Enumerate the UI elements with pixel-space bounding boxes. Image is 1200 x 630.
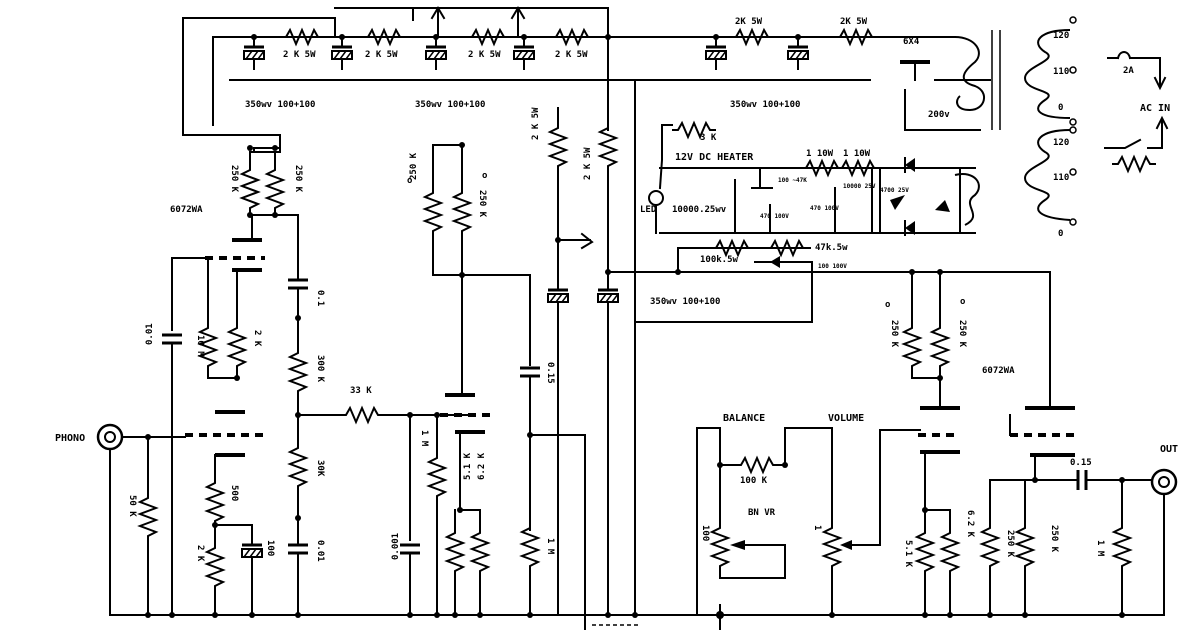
label-001-a: 0.01 xyxy=(145,323,155,345)
label-0-a: 0 xyxy=(1058,103,1063,113)
label-2k5w-top-b: 2K 5W xyxy=(840,17,868,27)
label-heater: 12V DC HEATER xyxy=(675,152,754,163)
label-tube-left: 6072WA xyxy=(170,205,203,215)
label-250k-d: 250 K xyxy=(477,190,487,218)
label-6x4: 6X4 xyxy=(903,37,920,47)
label-62k-b: 6.2 K xyxy=(965,510,975,538)
label-015-b: 0.15 xyxy=(1070,458,1092,468)
label-47k5w: 47k.5w xyxy=(815,243,848,253)
label-500: 500 xyxy=(229,485,239,501)
label-small-5: 100 ~47K xyxy=(778,177,807,184)
label-0001: 0.001 xyxy=(391,533,401,560)
label-2k5w-3: 2 K 5W xyxy=(468,50,501,60)
label-cap-350-1: 350wv 100+100 xyxy=(245,100,315,110)
label-100k: 100 K xyxy=(740,476,768,486)
label-100-bal: 100 xyxy=(700,525,710,541)
label-small-4: 4700 25V xyxy=(880,187,909,194)
label-250k-f: 250 K xyxy=(957,320,967,348)
label-250k-h: 250 K xyxy=(1049,525,1059,553)
heater-supply xyxy=(648,122,980,275)
label-001-b: 0.01 xyxy=(315,540,325,562)
component-labels: 2 K 5W 2 K 5W 2 K 5W 2 K 5W 350wv 100+10… xyxy=(55,17,1178,568)
label-100: 100 xyxy=(265,540,275,556)
label-bn-vr: BN VR xyxy=(748,508,776,518)
label-01: 0.1 xyxy=(315,290,325,306)
balance-volume xyxy=(696,427,921,630)
label-30k: 30K xyxy=(315,460,325,477)
label-10m: 10 M xyxy=(195,335,205,357)
label-1m-b: 1 M xyxy=(545,538,555,555)
label-120-b: 120 xyxy=(1053,138,1069,148)
label-small-1: 470 100V xyxy=(760,213,789,220)
input-stage xyxy=(162,145,471,616)
label-2k5w-v2: 2 K 5W xyxy=(583,147,593,180)
label-o-3: o xyxy=(885,300,890,310)
label-33k: 33 K xyxy=(350,386,372,396)
label-cap-350-4: 350wv 100+100 xyxy=(650,297,720,307)
b-plus-vertical xyxy=(546,79,1051,616)
output-jack[interactable] xyxy=(1150,468,1178,616)
label-fuse: 2A xyxy=(1123,66,1134,76)
label-250k-b: 250 K xyxy=(293,165,303,193)
b-plus-supply xyxy=(182,6,1169,226)
label-10000: 10000.25wv xyxy=(672,205,727,215)
label-120-a: 120 xyxy=(1053,31,1069,41)
label-2k-b: 2 K xyxy=(195,545,205,562)
label-2k-a: 2 K xyxy=(252,330,262,347)
label-o-4: o xyxy=(960,297,965,307)
label-250k-a: 250 K xyxy=(229,165,239,193)
label-200v: 200v xyxy=(928,110,950,120)
label-small-3: 10000 25V xyxy=(843,183,876,190)
label-51k-b: 5.1 K xyxy=(903,540,913,568)
label-100k5w: 100k.5w xyxy=(700,255,739,265)
label-2k5w-2: 2 K 5W xyxy=(365,50,398,60)
second-stage xyxy=(400,142,586,630)
label-diode-small: 100 100V xyxy=(818,263,847,270)
label-1m-c: 1 M xyxy=(1095,540,1105,557)
label-led: LED xyxy=(640,205,657,215)
label-110-a: 110 xyxy=(1053,67,1069,77)
label-o-1: o xyxy=(407,176,412,186)
label-51k: 5.1 K xyxy=(463,452,473,480)
label-small-2: 470 100V xyxy=(810,205,839,212)
label-3k: 3 K xyxy=(700,133,717,143)
label-0-b: 0 xyxy=(1058,229,1063,239)
label-1-10w-b: 1 10W xyxy=(843,149,871,159)
label-62k: 6.2 K xyxy=(477,452,487,480)
label-phono: PHONO xyxy=(55,433,85,444)
label-015-a: 0.15 xyxy=(545,362,555,384)
label-110-b: 110 xyxy=(1053,173,1069,183)
label-o-2: o xyxy=(482,171,487,181)
ground-bus xyxy=(109,612,1165,626)
label-2k5w-4: 2 K 5W xyxy=(555,50,588,60)
label-out: OUT xyxy=(1160,444,1178,455)
label-tube-right: 6072WA xyxy=(982,366,1015,376)
label-1m-a: 1 M xyxy=(419,430,429,447)
label-250k-g: 250 K xyxy=(1005,530,1015,558)
label-300k: 300 K xyxy=(315,355,325,383)
label-cap-350-3: 350wv 100+100 xyxy=(730,100,800,110)
label-1-10w-a: 1 10W xyxy=(806,149,834,159)
label-balance: BALANCE xyxy=(723,413,765,424)
label-250k-c: 250 K xyxy=(409,152,419,180)
output-stage xyxy=(903,269,1151,616)
label-cap-350-2: 350wv 100+100 xyxy=(415,100,485,110)
label-1-vol: 1 xyxy=(812,525,822,530)
label-250k-e: 250 K xyxy=(889,320,899,348)
label-2k5w-1: 2 K 5W xyxy=(283,50,316,60)
label-2k5w-v1: 2 K 5W xyxy=(531,107,541,140)
label-ac-in: AC IN xyxy=(1140,103,1170,114)
label-50k: 50 K xyxy=(127,495,137,517)
label-volume: VOLUME xyxy=(828,413,864,424)
phono-jack[interactable] xyxy=(96,423,186,616)
label-2k5w-top-a: 2K 5W xyxy=(735,17,763,27)
